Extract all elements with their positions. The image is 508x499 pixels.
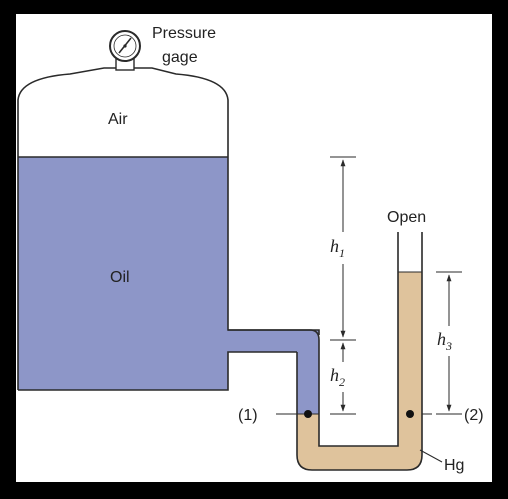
pipe-corner [228, 329, 320, 341]
oil-pipe [227, 330, 319, 352]
oil-left-leg [297, 340, 319, 414]
tank-bottom-outline [18, 351, 297, 391]
u-tube-inner [296, 232, 423, 471]
u-tube-outer [318, 232, 399, 447]
open-label: Open [387, 209, 426, 226]
air-label: Air [108, 111, 128, 128]
oil-label: Oil [110, 269, 130, 286]
point1-dot [304, 410, 312, 418]
h1-label: h1 [330, 236, 345, 260]
tank-outline [17, 67, 320, 390]
h3-label: h3 [437, 329, 452, 353]
hg-label: Hg [444, 457, 464, 474]
gage-label-line2: gage [162, 49, 198, 66]
point1-label: (1) [238, 407, 258, 424]
mercury-region [297, 272, 422, 470]
point2-label: (2) [464, 407, 484, 424]
h2-label: h2 [330, 365, 345, 389]
pressure-gage-icon [109, 30, 141, 71]
oil-region [18, 157, 228, 390]
point2-dot [406, 410, 414, 418]
gage-label-line1: Pressure [152, 25, 216, 42]
hg-leader [419, 449, 443, 463]
